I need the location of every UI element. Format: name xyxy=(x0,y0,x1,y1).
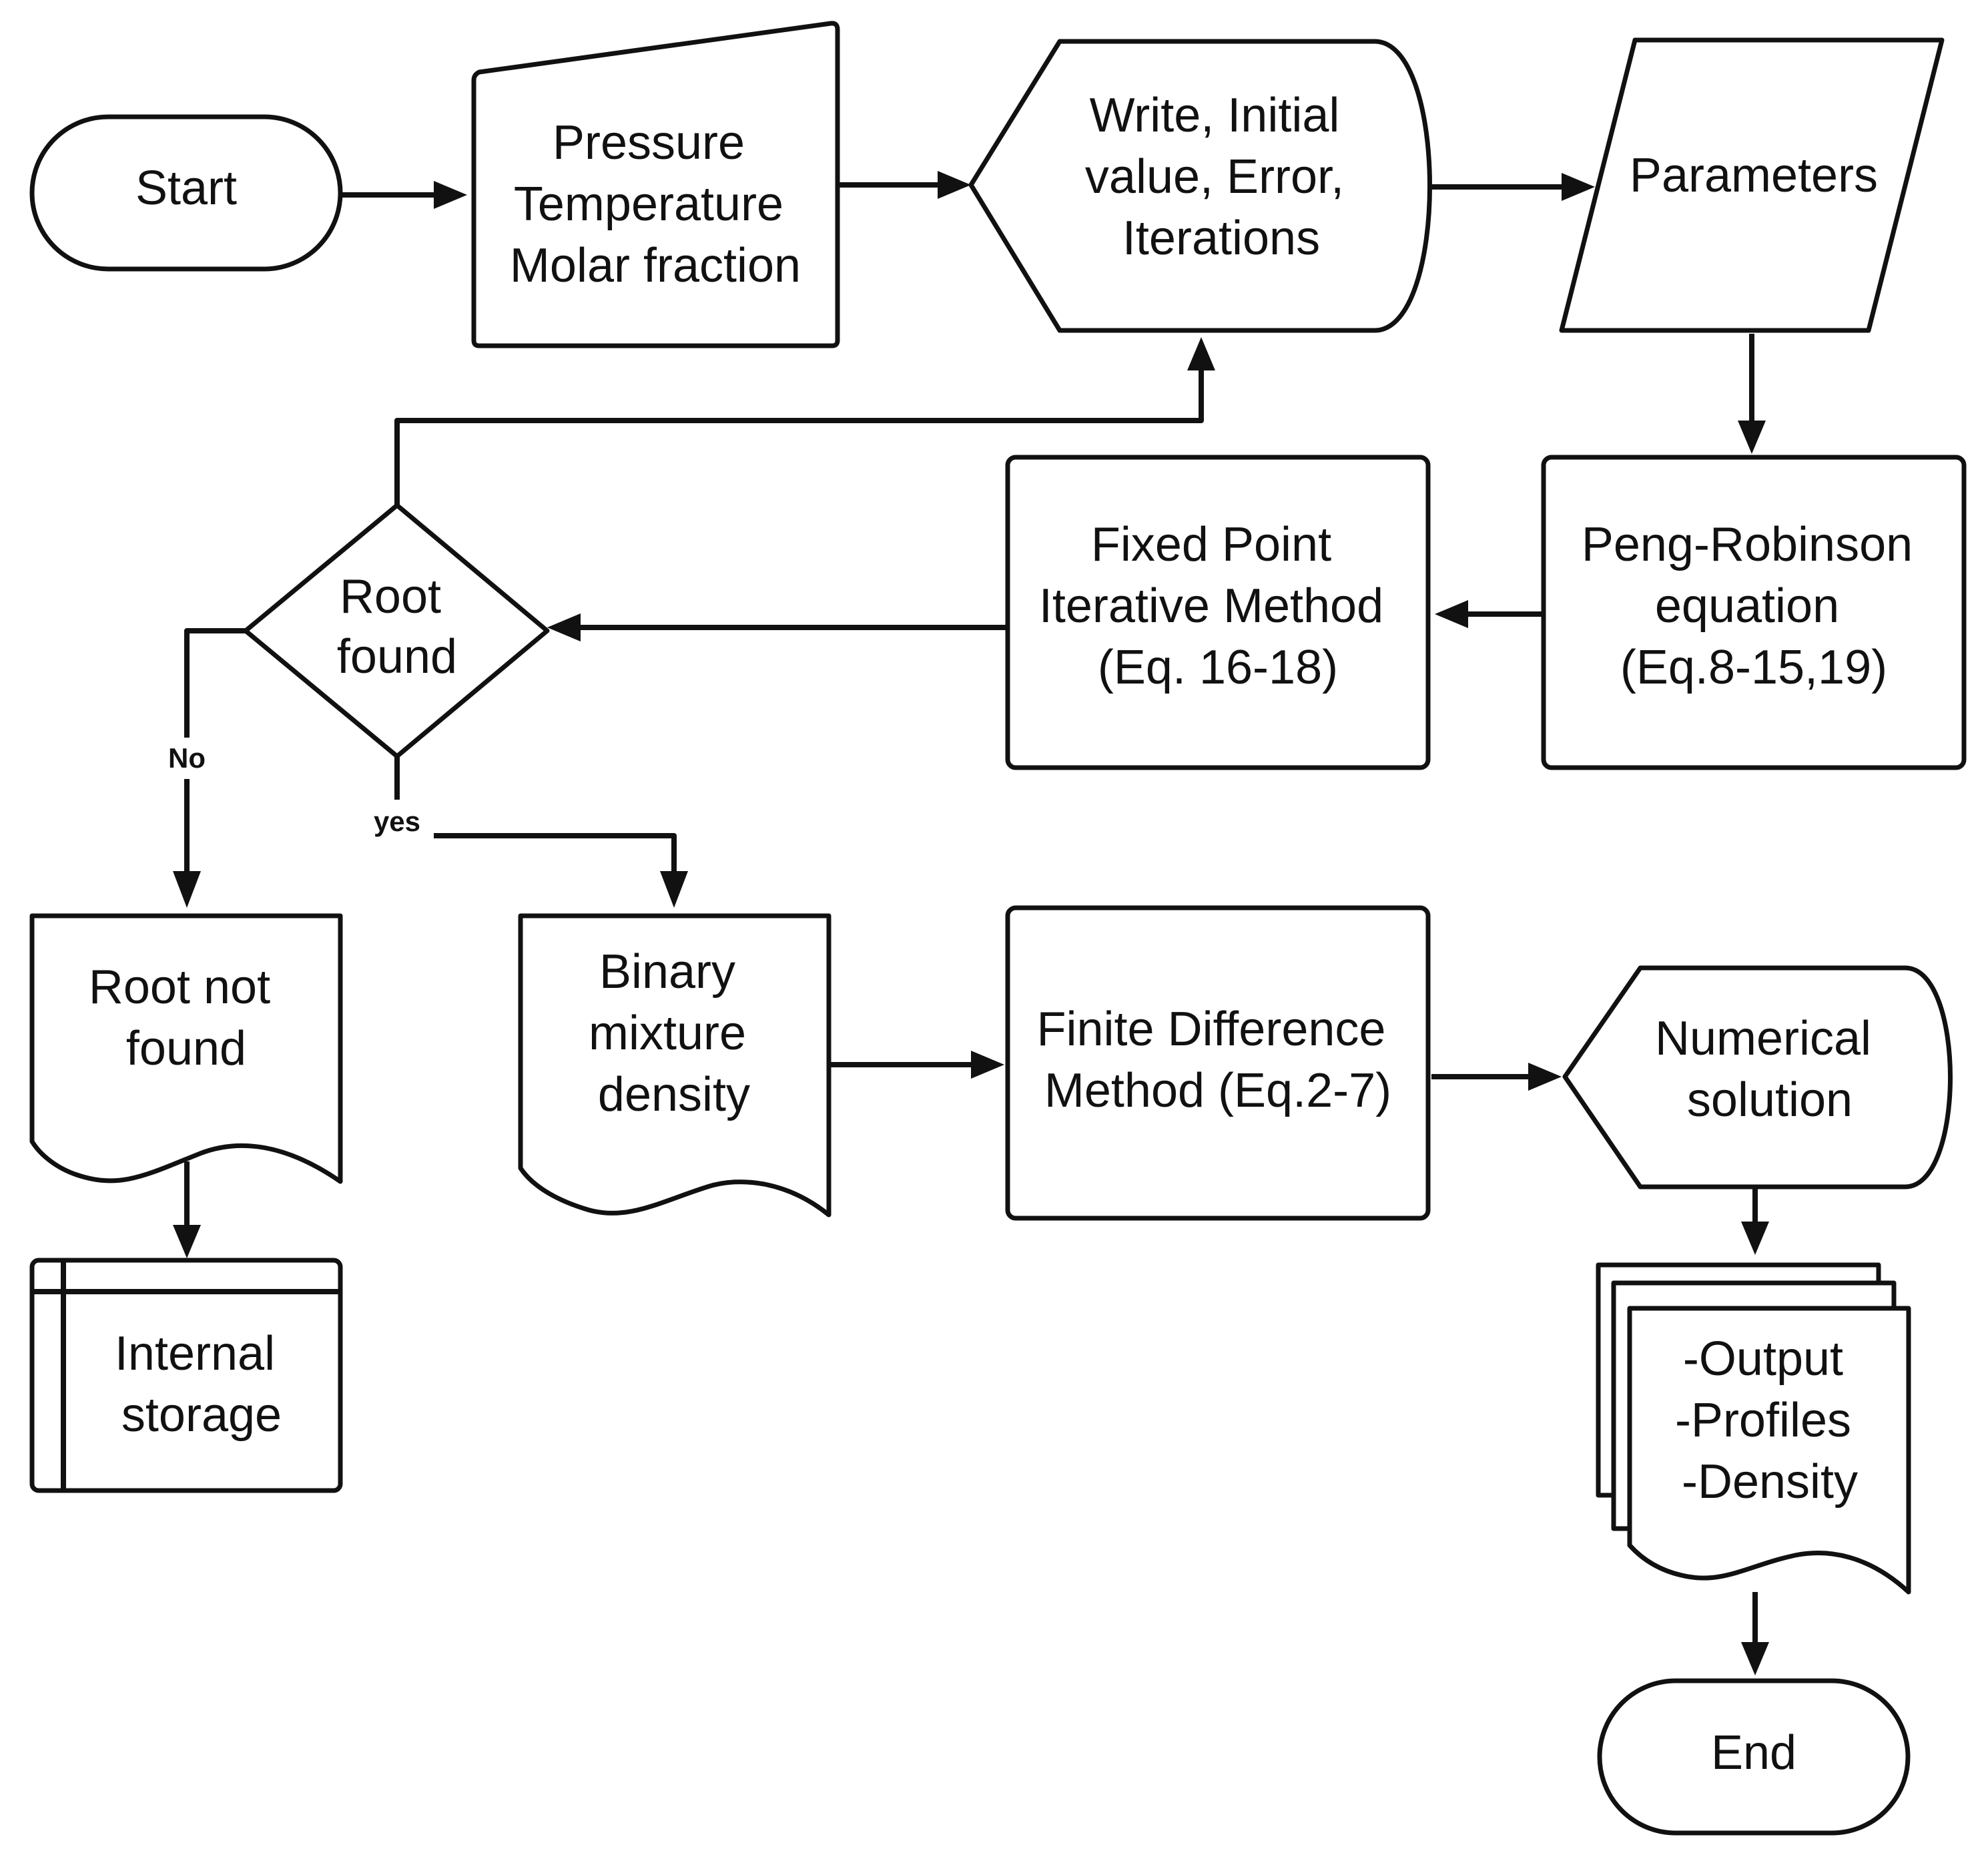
arrow-root-no xyxy=(184,628,246,871)
node-label: Write, Initial value, Error, Iterations xyxy=(1085,89,1357,265)
node-label: Numerical solution xyxy=(1655,1012,1885,1127)
node-label: Finite Difference Method (Eq.2-7) xyxy=(1037,1003,1399,1117)
node-label: Fixed Point Iterative Method (Eq. 16-18) xyxy=(1039,518,1397,694)
node-label: Binary mixture density xyxy=(589,945,759,1121)
node-storage: Internal storage xyxy=(29,1258,343,1493)
node-root: Root found xyxy=(243,503,550,759)
node-finite: Finite Difference Method (Eq.2-7) xyxy=(1005,905,1431,1221)
node-end: End xyxy=(1597,1678,1911,1836)
edge-label-yes: yes xyxy=(374,806,420,837)
node-notfound: Root not found xyxy=(29,913,343,1184)
node-inputs: Pressure Temperature Molar fraction xyxy=(471,21,840,348)
node-label: Internal storage xyxy=(115,1327,288,1442)
arrow-root-yes xyxy=(394,756,677,871)
node-label: Start xyxy=(135,162,237,215)
arrow-root-to-write-loop xyxy=(394,370,1204,505)
node-label: Pressure Temperature Molar fraction xyxy=(510,116,801,292)
node-parameters: Parameters xyxy=(1559,37,1945,333)
node-fixed: Fixed Point Iterative Method (Eq. 16-18) xyxy=(1005,455,1431,770)
node-label: Parameters xyxy=(1630,149,1878,202)
node-label: End xyxy=(1711,1726,1796,1780)
edge-label-no: No xyxy=(168,742,206,774)
node-label: Root not found xyxy=(89,961,284,1075)
node-label: Root found xyxy=(337,570,457,684)
node-label: -Output -Profiles -Density xyxy=(1675,1332,1865,1509)
connectors: No yes xyxy=(159,171,1769,1675)
node-outputs: -Output -Profiles -Density xyxy=(1596,1262,1911,1595)
node-binary: Binary mixture density xyxy=(518,913,832,1218)
node-label: Peng-Robinson equation (Eq.8-15,19) xyxy=(1582,518,1926,694)
node-write: Write, Initial value, Error, Iterations xyxy=(968,39,1432,333)
node-start: Start xyxy=(29,114,343,272)
node-peng: Peng-Robinson equation (Eq.8-15,19) xyxy=(1541,455,1967,770)
node-numerical: Numerical solution xyxy=(1562,965,1953,1189)
